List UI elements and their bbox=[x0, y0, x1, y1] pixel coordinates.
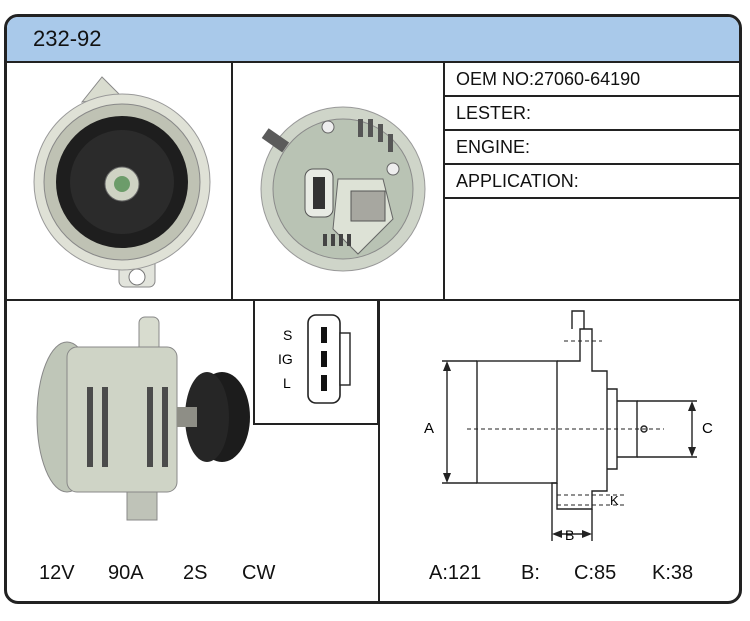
spec-groove: 2S bbox=[183, 562, 208, 584]
spec-amperage: 90A bbox=[108, 562, 144, 584]
alternator-side-view-image bbox=[36, 316, 250, 521]
dimension-diagram: A C B K bbox=[424, 310, 713, 541]
part-number-title: 232-92 bbox=[33, 26, 102, 51]
engine-row: ENGINE: bbox=[447, 137, 739, 158]
dimension-label-k: K bbox=[610, 493, 619, 508]
dimension-k-value: K:38 bbox=[652, 562, 694, 584]
oem-row: OEM NO:27060-64190 bbox=[447, 69, 739, 90]
dimension-b-value: B: bbox=[521, 562, 540, 584]
dimension-c-value: C:85 bbox=[574, 562, 617, 584]
connector-diagram: S IG L bbox=[253, 299, 379, 425]
divider bbox=[231, 61, 233, 301]
connector-pin-l: L bbox=[283, 375, 291, 391]
divider bbox=[443, 61, 445, 301]
application-row: APPLICATION: bbox=[447, 171, 739, 192]
spec-voltage: 12V bbox=[39, 562, 75, 584]
oem-label: OEM NO: bbox=[456, 69, 535, 89]
divider bbox=[443, 163, 739, 165]
dimension-label-c: C bbox=[702, 420, 713, 437]
divider bbox=[443, 197, 739, 199]
connector-pin-ig: IG bbox=[278, 351, 293, 367]
application-label: APPLICATION: bbox=[456, 171, 579, 191]
divider bbox=[378, 299, 380, 601]
divider bbox=[443, 95, 739, 97]
oem-value: 27060-64190 bbox=[534, 69, 641, 89]
spec-rotation: CW bbox=[242, 562, 276, 584]
dimension-label-b: B bbox=[565, 527, 574, 541]
header-bar: 232-92 bbox=[7, 17, 739, 63]
connector-pin-s: S bbox=[283, 327, 292, 343]
dimension-a-value: A:121 bbox=[429, 562, 482, 584]
dimension-label-a: A bbox=[424, 420, 434, 437]
product-card: 232-92 OEM NO:27060-64190 LESTER: ENGINE… bbox=[4, 14, 742, 604]
engine-label: ENGINE: bbox=[456, 137, 531, 157]
lester-row: LESTER: bbox=[447, 103, 739, 124]
divider bbox=[443, 129, 739, 131]
lester-label: LESTER: bbox=[456, 103, 532, 123]
alternator-rear-view-image bbox=[260, 106, 426, 272]
alternator-front-view-image bbox=[33, 76, 211, 288]
